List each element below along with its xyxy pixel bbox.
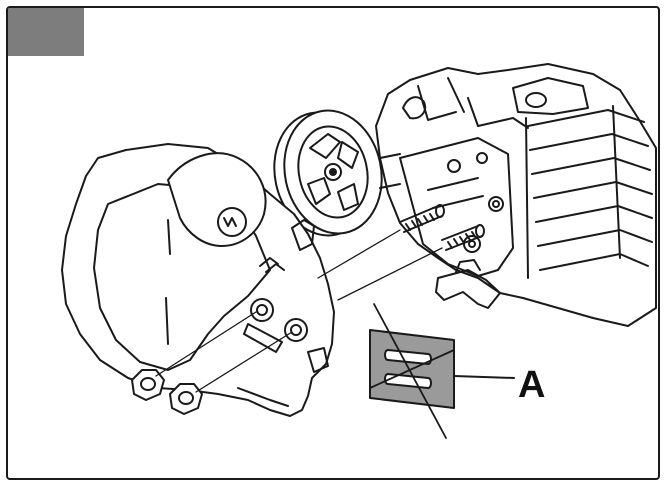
clutch-drum-drawing <box>273 109 401 237</box>
alignment-lines <box>155 229 443 393</box>
callout-a-leader <box>453 375 515 379</box>
chainsaw-sprocket-cover-diagram <box>61 63 657 439</box>
bar-nuts-drawing <box>131 369 203 415</box>
power-head-drawing <box>375 63 657 327</box>
step-number-tab <box>8 8 84 56</box>
bar-studs-drawing <box>399 204 485 251</box>
illustration-frame: A <box>6 6 660 480</box>
plate-a-crossed-out <box>369 303 455 439</box>
callout-label-a: A <box>518 364 546 406</box>
